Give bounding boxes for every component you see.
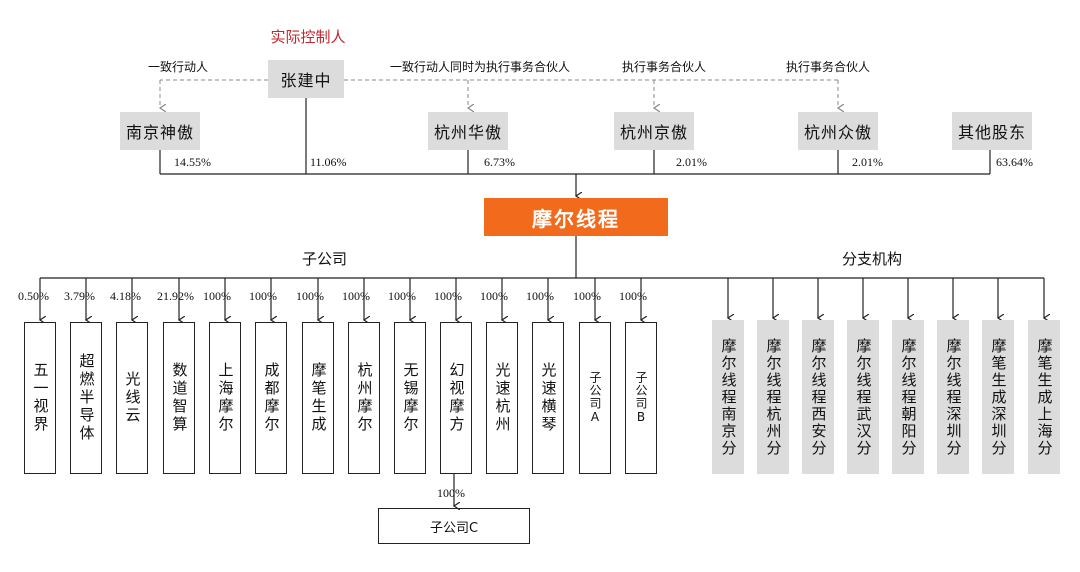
shareholder-box-hangzhou-zhongao: 杭州众傲 <box>798 112 878 150</box>
branch-box: 摩尔线程深圳分 <box>937 320 969 474</box>
sub-c-pct: 100% <box>437 486 465 500</box>
shareholder-box-hangzhou-huaao: 杭州华傲 <box>428 112 508 150</box>
subsidiary-name: 光速横琴 <box>539 362 558 434</box>
branch-name: 摩笔生成深圳分 <box>989 337 1008 457</box>
subsidiary-name: 成都摩尔 <box>262 362 281 434</box>
shareholding-pct: 6.73% <box>484 155 515 169</box>
subsidiary-name: 超燃半导体 <box>77 353 96 443</box>
branch-box: 摩笔生成上海分 <box>1028 320 1060 474</box>
subsidiary-pct: 4.18% <box>110 289 141 303</box>
subsidiary-pct: 100% <box>619 289 647 303</box>
subsidiary-box: 数道智算 <box>163 322 195 474</box>
controller-box: 张建中 <box>268 60 344 98</box>
subsidiaries-title: 子公司 <box>302 250 348 268</box>
subsidiary-name: 子公司B <box>634 371 648 425</box>
subsidiary-box: 成都摩尔 <box>255 322 287 474</box>
branch-name: 摩尔线程西安分 <box>809 337 828 457</box>
shareholder-name: 南京神傲 <box>125 123 194 142</box>
branch-name: 摩尔线程武汉分 <box>854 337 873 457</box>
branch-box: 摩尔线程南京分 <box>712 320 744 474</box>
shareholding-pct: 63.64% <box>996 155 1033 169</box>
branch-box: 摩笔生成深圳分 <box>982 320 1014 474</box>
branch-name: 摩尔线程朝阳分 <box>899 337 918 457</box>
subsidiary-pct: 100% <box>296 289 324 303</box>
subsidiary-pct: 21.92% <box>157 289 194 303</box>
shareholder-box-nanjing-shenao: 南京神傲 <box>120 112 200 150</box>
shareholder-name: 杭州华傲 <box>433 123 502 142</box>
shareholder-box-others: 其他股东 <box>952 112 1032 150</box>
subsidiary-name: 上海摩尔 <box>216 362 235 434</box>
sub-c-name: 子公司C <box>429 520 479 536</box>
subsidiary-box: 摩笔生成 <box>302 322 334 474</box>
subsidiary-pct: 3.79% <box>64 289 95 303</box>
subsidiary-pct: 100% <box>526 289 554 303</box>
subsidiary-name: 幻视摩方 <box>447 362 466 434</box>
label-gp-2: 执行事务合伙人 <box>786 60 871 74</box>
branches-title: 分支机构 <box>842 250 903 268</box>
shareholder-name: 杭州众傲 <box>803 123 872 142</box>
subsidiary-box: 幻视摩方 <box>440 322 472 474</box>
subsidiary-box: 光线云 <box>116 322 148 474</box>
subsidiary-box: 杭州摩尔 <box>348 322 380 474</box>
subsidiary-pct: 100% <box>434 289 462 303</box>
shareholder-box-hangzhou-jingao: 杭州京傲 <box>614 112 694 150</box>
subsidiary-pct: 100% <box>388 289 416 303</box>
subsidiary-pct: 100% <box>249 289 277 303</box>
branch-name: 摩尔线程杭州分 <box>764 337 783 457</box>
shareholding-pct: 11.06% <box>310 155 347 169</box>
subsidiary-name: 光速杭州 <box>493 362 512 434</box>
subsidiary-name: 无锡摩尔 <box>401 362 420 434</box>
shareholding-pct: 14.55% <box>174 155 211 169</box>
subsidiary-box: 子公司B <box>625 322 657 474</box>
subsidiary-box: 光速杭州 <box>486 322 518 474</box>
shareholder-name: 杭州京傲 <box>619 123 688 142</box>
shareholding-pct: 2.01% <box>852 155 883 169</box>
subsidiary-box: 无锡摩尔 <box>394 322 426 474</box>
subsidiary-box: 上海摩尔 <box>209 322 241 474</box>
subsidiary-name: 杭州摩尔 <box>355 362 374 434</box>
subsidiary-box: 五一视界 <box>24 322 56 474</box>
label-concert-gp: 一致行动人同时为执行事务合伙人 <box>390 60 571 74</box>
subsidiary-box: 光速横琴 <box>532 322 564 474</box>
branch-name: 摩笔生成上海分 <box>1035 337 1054 457</box>
branch-name: 摩尔线程南京分 <box>719 337 738 457</box>
subsidiary-name: 光线云 <box>123 371 142 425</box>
subsidiary-pct: 100% <box>480 289 508 303</box>
subsidiary-name: 子公司A <box>588 371 602 425</box>
controller-title: 实际控制人 <box>270 28 346 46</box>
subsidiary-pct: 100% <box>342 289 370 303</box>
label-gp-1: 执行事务合伙人 <box>622 60 707 74</box>
branch-box: 摩尔线程武汉分 <box>847 320 879 474</box>
subsidiary-name: 摩笔生成 <box>309 362 328 434</box>
subsidiary-box: 超燃半导体 <box>70 322 102 474</box>
subsidiary-pct: 0.50% <box>18 289 49 303</box>
subsidiary-name: 数道智算 <box>170 362 189 434</box>
subsidiary-pct: 100% <box>203 289 231 303</box>
subsidiary-pct: 100% <box>573 289 601 303</box>
shareholder-name: 其他股东 <box>957 123 1026 142</box>
label-concert: 一致行动人 <box>148 60 209 74</box>
subsidiary-name: 五一视界 <box>31 362 50 434</box>
controller-name: 张建中 <box>280 71 332 90</box>
branch-name: 摩尔线程深圳分 <box>944 337 963 457</box>
branch-box: 摩尔线程朝阳分 <box>892 320 924 474</box>
branch-box: 摩尔线程西安分 <box>802 320 834 474</box>
branch-box: 摩尔线程杭州分 <box>757 320 789 474</box>
shareholding-pct: 2.01% <box>676 155 707 169</box>
sub-c-box: 子公司C <box>378 508 530 544</box>
company-name: 摩尔线程 <box>532 206 620 231</box>
subsidiary-box: 子公司A <box>579 322 611 474</box>
company-box: 摩尔线程 <box>484 198 668 236</box>
